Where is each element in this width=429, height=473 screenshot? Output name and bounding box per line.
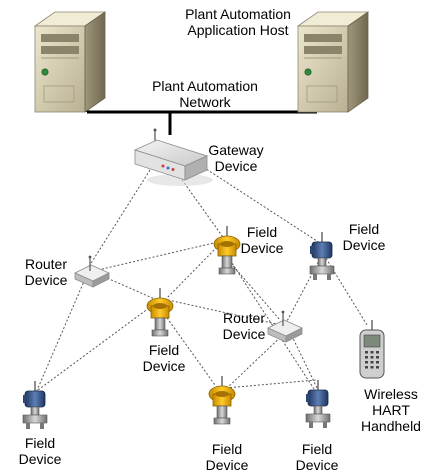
field-device-label-bottom-right: Field Device: [295, 441, 339, 473]
field-device-label-mid-left: Field Device: [142, 342, 186, 374]
wireless-handheld-icon: [359, 320, 385, 379]
gateway-device-label: Gateway Device: [208, 142, 264, 174]
network-label: Plant Automation Network: [152, 78, 258, 110]
field-transmitter-yellow-icon: [146, 287, 174, 337]
server-icon: [34, 11, 106, 113]
field-device-label-bottom-left: Field Device: [18, 435, 62, 467]
wireless-mesh-links: [34, 164, 368, 396]
field-transmitter-yellow-icon: [208, 375, 236, 425]
app-host-label: Plant Automation Application Host: [185, 6, 291, 38]
server-icon: [297, 11, 369, 113]
field-device-label-bottom-center: Field Device: [205, 441, 249, 473]
router-device-label-left: Router Device: [24, 256, 68, 288]
field-device-label-top-center: Field Device: [240, 224, 284, 256]
router-device-icon: [74, 255, 110, 288]
gateway-device-icon: [133, 128, 213, 186]
wireless-hart-handheld-label: Wireless HART Handheld: [361, 386, 421, 434]
field-transmitter-blue-icon: [309, 231, 335, 281]
field-device-label-top-right: Field Device: [342, 221, 386, 253]
router-device-label-middle: Router Device: [222, 310, 266, 342]
field-transmitter-blue-icon: [22, 380, 48, 430]
field-transmitter-blue-icon: [305, 379, 331, 429]
